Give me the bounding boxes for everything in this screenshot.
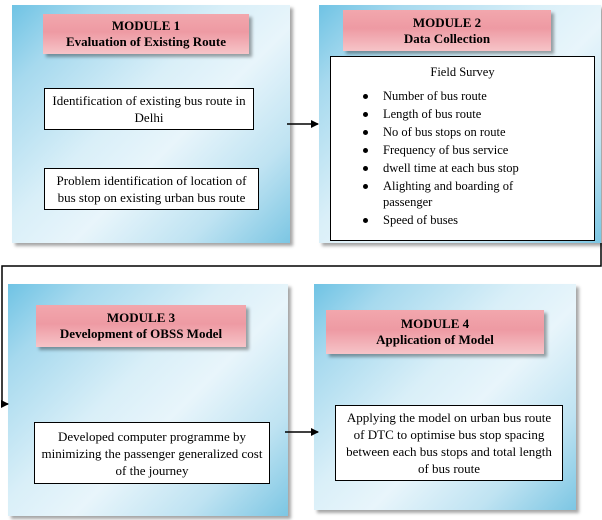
module-1-name: Evaluation of Existing Route xyxy=(66,34,226,49)
field-survey-list: Number of bus route Length of bus route … xyxy=(331,88,594,228)
bullet-icon xyxy=(363,112,368,117)
bullet-icon xyxy=(363,130,368,135)
bullet-icon xyxy=(363,184,368,189)
list-item: Alighting and boarding of passenger xyxy=(363,178,533,210)
list-item: dwell time at each bus stop xyxy=(363,160,594,176)
bullet-icon xyxy=(363,218,368,223)
module-1-box-2: Problem identification of location of bu… xyxy=(44,168,259,210)
arrow-module2-to-module3 xyxy=(1,243,602,408)
module-3-number: MODULE 3 xyxy=(106,310,176,325)
module-2-number: MODULE 2 xyxy=(412,14,482,30)
bullet-icon xyxy=(363,94,368,99)
bullet-icon xyxy=(363,148,368,153)
module-1-box-1: Identification of existing bus route in … xyxy=(44,88,254,130)
module-4-name: Application of Model xyxy=(376,332,494,347)
module-3-name: Development of OBSS Model xyxy=(59,326,223,341)
bullet-icon xyxy=(363,166,368,171)
list-item: Number of bus route xyxy=(363,88,594,104)
field-survey-box: Field Survey Number of bus route Length … xyxy=(330,56,595,241)
field-survey-title: Field Survey xyxy=(430,65,495,79)
list-item: Length of bus route xyxy=(363,106,594,122)
module-1-number: MODULE 1 xyxy=(111,18,181,33)
module-3-title: MODULE 3 Development of OBSS Model xyxy=(36,305,246,347)
list-item: No of bus stops on route xyxy=(363,124,594,140)
module-4-box: Applying the model on urban bus route of… xyxy=(335,405,563,481)
module-2-title: MODULE 2 Data Collection xyxy=(343,10,551,51)
list-item: Frequency of bus service xyxy=(363,142,594,158)
list-item: Speed of buses xyxy=(363,212,594,228)
module-4-title: MODULE 4 Application of Model xyxy=(326,310,544,354)
module-4-number: MODULE 4 xyxy=(400,316,470,331)
module-1-title: MODULE 1 Evaluation of Existing Route xyxy=(43,14,249,54)
module-2-name: Data Collection xyxy=(403,30,491,46)
module-3-box: Developed computer programme by minimizi… xyxy=(34,422,270,484)
